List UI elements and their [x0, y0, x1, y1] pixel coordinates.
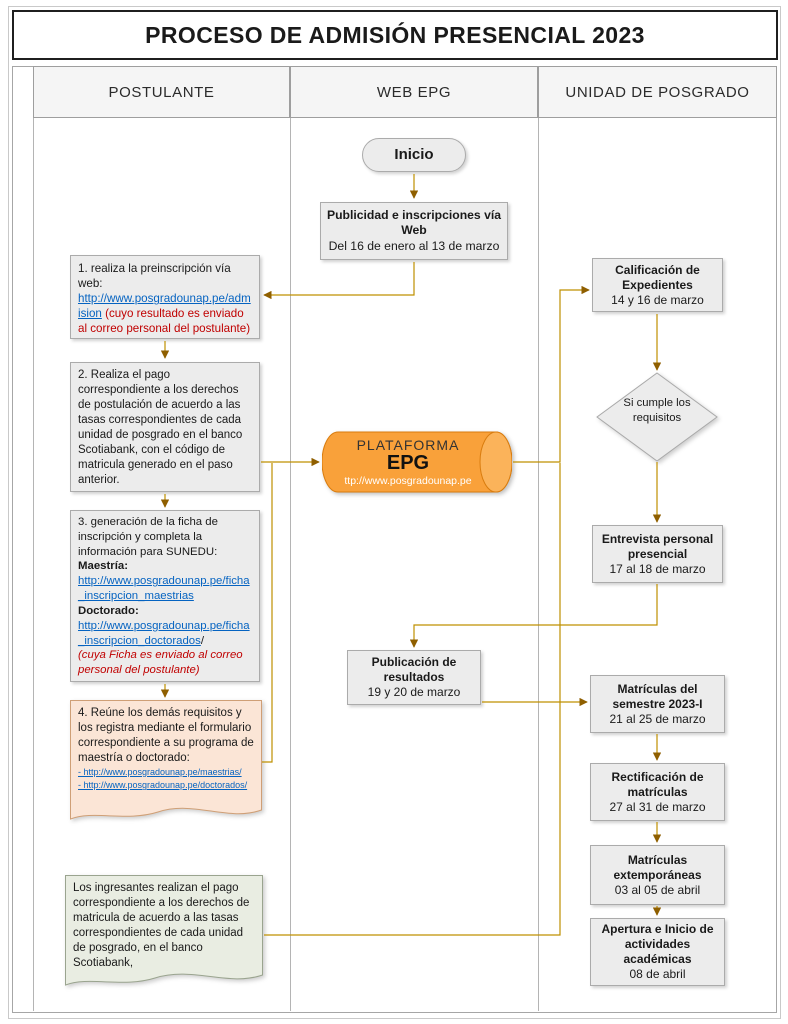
matriculas-title: Matrículas del semestre 2023-I — [612, 681, 703, 711]
matriculas-node: Matrículas del semestre 2023-I 21 al 25 … — [590, 675, 725, 733]
calificacion-node: Calificación de Expedientes 14 y 16 de m… — [592, 258, 723, 312]
swimlane-divider-left — [33, 66, 34, 1011]
step4-maestrias-link[interactable]: - http://www.posgradounap.pe/maestrias/ — [78, 766, 242, 777]
step4-text: 4. Reúne los demás requisitos y los regi… — [78, 707, 254, 764]
entrevista-dates: 17 al 18 de marzo — [609, 561, 706, 576]
plataforma-label: PLATAFORMA — [356, 437, 460, 453]
step3-doctorado-suffix: / — [200, 634, 205, 647]
plataforma-url[interactable]: ttp://www.posgradounap.pe — [344, 475, 472, 487]
lane-header-postulante-label: POSTULANTE — [108, 83, 215, 101]
lane-header-unidad-posgrado-label: UNIDAD DE POSGRADO — [565, 83, 750, 101]
publicacion-title: Publicación de resultados — [371, 655, 457, 684]
document-shape-icon — [70, 700, 262, 820]
lane-header-web-epg-label: WEB EPG — [376, 83, 452, 101]
swimlane-divider-middle — [290, 66, 291, 1011]
extemporaneas-title: Matrículas extemporáneas — [613, 852, 702, 882]
step3-maestria-link[interactable]: http://www.posgradounap.pe/ficha_inscrip… — [78, 575, 250, 603]
step1-node: 1. realiza la preinscripción vía web: ht… — [70, 255, 260, 339]
step1-note: (cuyo resultado es enviado al correo per… — [78, 307, 251, 336]
step3-maestria-label: Maestría: — [78, 560, 129, 573]
rectificacion-title: Rectificación de matrículas — [611, 769, 704, 799]
publicacion-resultados-node: Publicación de resultados 19 y 20 de mar… — [347, 650, 481, 705]
entrevista-node: Entrevista personal presencial 17 al 18 … — [592, 525, 723, 583]
start-node: Inicio — [362, 138, 466, 172]
page-title-text: PROCESO DE ADMISIÓN PRESENCIAL 2023 — [145, 21, 645, 48]
decision-diamond-node: Si cumple los requisitos — [596, 372, 718, 462]
rectificacion-node: Rectificación de matrículas 27 al 31 de … — [590, 763, 725, 821]
diamond-shape-icon — [596, 372, 718, 462]
step3-intro: 3. generación de la ficha de inscripción… — [78, 516, 218, 558]
lane-header-postulante: POSTULANTE — [33, 66, 290, 118]
step2-text: 2. Realiza el pago correspondiente a los… — [78, 369, 243, 486]
step3-node: 3. generación de la ficha de inscripción… — [70, 510, 260, 682]
plataforma-epg-label: EPG — [386, 452, 430, 474]
lane-header-web-epg: WEB EPG — [290, 66, 538, 118]
entrevista-title: Entrevista personal presencial — [601, 531, 714, 561]
lane-header-unidad-posgrado: UNIDAD DE POSGRADO — [538, 66, 777, 118]
ingresantes-document-node: Los ingresantes realizan el pago corresp… — [65, 875, 263, 995]
plataforma-epg-cylinder: PLATAFORMA EPG ttp://www.posgradounap.pe — [321, 431, 513, 493]
step4-doctorados-link[interactable]: - http://www.posgradounap.pe/doctorados/ — [78, 780, 248, 791]
apertura-title: Apertura e Inicio de actividades académi… — [601, 922, 714, 966]
ingresantes-text: Los ingresantes realizan el pago corresp… — [73, 882, 250, 969]
publicidad-dates: Del 16 de enero al 13 de marzo — [328, 238, 500, 253]
step3-doctorado-line: Doctorado: http://www.posgradounap.pe/fi… — [78, 604, 252, 648]
decision-label: Si cumple los requisitos — [623, 397, 691, 424]
calificacion-dates: 14 y 16 de marzo — [611, 292, 704, 307]
extemporaneas-node: Matrículas extemporáneas 03 al 05 de abr… — [590, 845, 725, 905]
step3-maestria-line: Maestría: http://www.posgradounap.pe/fic… — [78, 559, 252, 603]
step1-admision-link[interactable]: http://www.posgradounap.pe/admision — [78, 292, 251, 321]
step3-doctorado-label: Doctorado: — [78, 604, 139, 617]
rectificacion-dates: 27 al 31 de marzo — [609, 799, 706, 814]
step2-node: 2. Realiza el pago correspondiente a los… — [70, 362, 260, 492]
matriculas-dates: 21 al 25 de marzo — [609, 711, 706, 726]
document-shape-icon — [65, 875, 263, 986]
step3-note: (cuya Ficha es enviado al correo persona… — [78, 649, 243, 677]
swimlane-divider-right — [538, 66, 539, 1011]
publicidad-title: Publicidad e inscripciones vía Web — [326, 208, 502, 238]
step3-doctorado-link[interactable]: http://www.posgradounap.pe/ficha_inscrip… — [78, 619, 250, 647]
step4-document-node: 4. Reúne los demás requisitos y los regi… — [70, 700, 262, 830]
extemporaneas-dates: 03 al 05 de abril — [614, 882, 701, 897]
page-title: PROCESO DE ADMISIÓN PRESENCIAL 2023 — [12, 10, 778, 60]
calificacion-title: Calificación de Expedientes — [615, 262, 700, 292]
publicacion-dates: 19 y 20 de marzo — [367, 685, 461, 699]
step1-text: 1. realiza la preinscripción vía web: — [78, 262, 231, 291]
apertura-node: Apertura e Inicio de actividades académi… — [590, 918, 725, 986]
apertura-dates: 08 de abril — [629, 967, 686, 981]
publicidad-node: Publicidad e inscripciones vía Web Del 1… — [320, 202, 508, 260]
start-node-label: Inicio — [394, 145, 434, 163]
